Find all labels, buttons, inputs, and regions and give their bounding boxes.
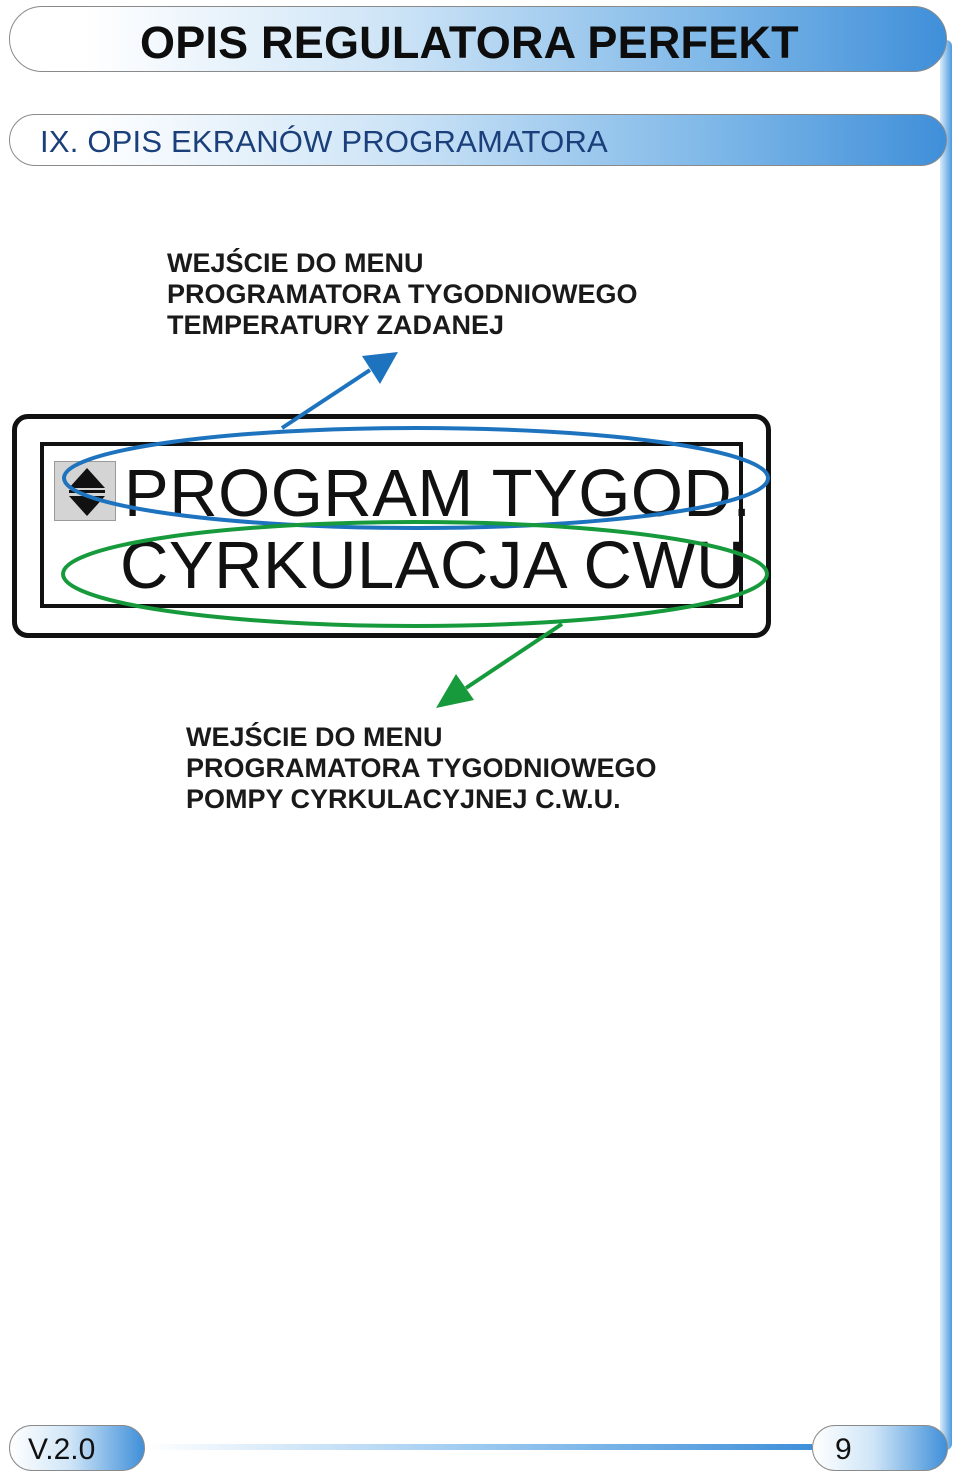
top-annotation-line-2: PROGRAMATORA TYGODNIOWEGO	[167, 279, 638, 309]
section-banner: IX. OPIS EKRANÓW PROGRAMATORA	[9, 114, 947, 166]
bottom-annotation-line-1: WEJŚCIE DO MENU	[186, 722, 443, 752]
bottom-annotation: WEJŚCIE DO MENU PROGRAMATORA TYGODNIOWEG…	[186, 722, 657, 815]
bottom-annotation-line-2: PROGRAMATORA TYGODNIOWEGO	[186, 753, 657, 783]
top-annotation: WEJŚCIE DO MENU PROGRAMATORA TYGODNIOWEG…	[167, 248, 638, 341]
up-down-arrows-icon[interactable]	[54, 461, 116, 521]
blue-arrow-shaft	[280, 368, 372, 430]
version-label: V.2.0	[28, 1433, 96, 1466]
lcd-screen	[40, 442, 743, 608]
lcd-line-cyrkulacja[interactable]: CYRKULACJA CWU	[120, 528, 745, 603]
footer-divider	[145, 1444, 812, 1450]
blue-highlight-ellipse	[62, 426, 770, 530]
bottom-annotation-line-3: POMPY CYRKULACYJNEJ C.W.U.	[186, 784, 621, 814]
page-edge-decoration	[940, 40, 952, 1450]
version-badge: V.2.0	[9, 1425, 145, 1471]
page-title: OPIS REGULATORA PERFEKT	[140, 17, 799, 68]
green-arrow-shaft	[464, 622, 564, 690]
green-highlight-ellipse	[61, 520, 769, 628]
top-annotation-line-3: TEMPERATURY ZADANEJ	[167, 310, 505, 340]
section-heading: IX. OPIS EKRANÓW PROGRAMATORA	[40, 124, 608, 159]
blue-arrow-head	[362, 352, 398, 384]
green-arrow-head	[436, 674, 474, 708]
page-number-badge: 9	[812, 1425, 948, 1471]
top-annotation-line-1: WEJŚCIE DO MENU	[167, 248, 424, 278]
title-banner: OPIS REGULATORA PERFEKT	[9, 6, 947, 72]
page-number: 9	[835, 1433, 852, 1466]
